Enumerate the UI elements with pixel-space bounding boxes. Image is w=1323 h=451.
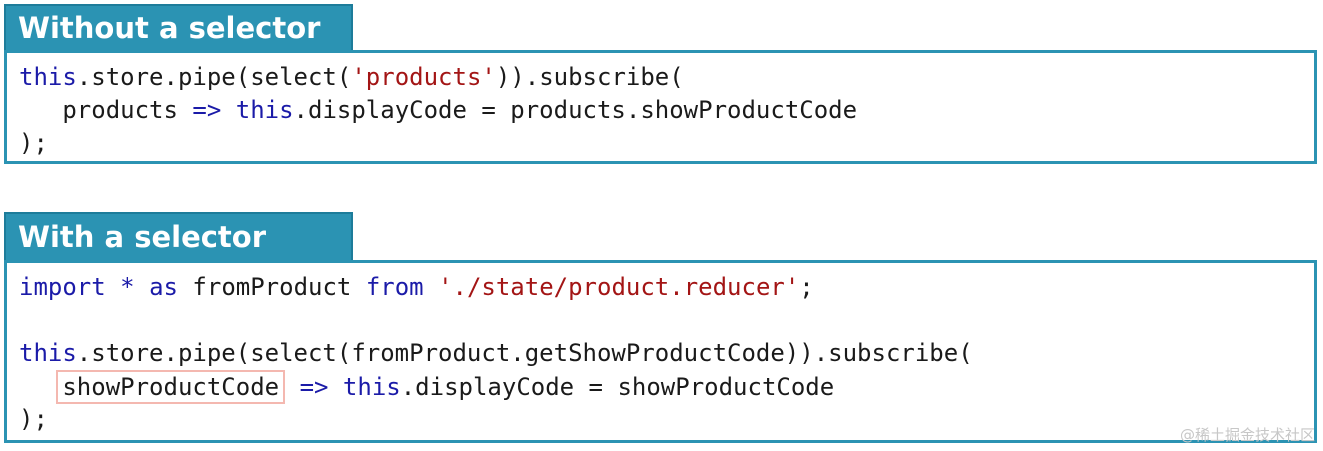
code-token xyxy=(424,273,438,301)
code-token xyxy=(221,96,235,124)
code-line xyxy=(19,304,33,336)
code-token: products xyxy=(19,96,193,124)
code-token xyxy=(285,373,299,401)
code-block-with-selector: import * as fromProduct from './state/pr… xyxy=(4,260,1317,443)
code-token: this xyxy=(19,339,77,367)
code-line: this.store.pipe(select('products')).subs… xyxy=(19,61,684,93)
code-token: .store.pipe(select( xyxy=(76,63,352,91)
code-token: this xyxy=(19,63,77,91)
watermark: @稀土掘金技术社区 xyxy=(1179,426,1315,444)
code-token: as xyxy=(149,273,178,301)
code-token: => xyxy=(192,96,222,124)
code-block-without-selector: this.store.pipe(select('products')).subs… xyxy=(4,50,1317,164)
code-line: ); xyxy=(19,403,48,435)
code-token: './state/product.reducer' xyxy=(438,273,800,301)
code-token: this xyxy=(235,96,294,124)
code-line: this.store.pipe(select(fromProduct.getSh… xyxy=(19,337,973,369)
code-token: from xyxy=(365,273,424,301)
section-title-text: With a selector xyxy=(18,219,267,254)
highlighted-token: showProductCode xyxy=(56,370,286,404)
code-token: ; xyxy=(799,273,814,301)
section-title-with-selector: With a selector xyxy=(4,212,353,262)
code-token: 'products' xyxy=(351,63,496,91)
code-line: ); xyxy=(19,127,48,159)
code-token: ); xyxy=(19,129,48,157)
code-line: products => this.displayCode = products.… xyxy=(19,94,857,126)
code-token xyxy=(106,273,120,301)
code-token: )).subscribe( xyxy=(495,63,684,91)
section-title-text: Without a selector xyxy=(18,10,321,45)
code-token xyxy=(328,373,342,401)
code-token: .store.pipe(select(fromProduct.getShowPr… xyxy=(76,339,973,367)
code-token: * xyxy=(120,273,135,301)
code-token: => xyxy=(299,373,329,401)
code-token: this xyxy=(342,373,401,401)
code-token xyxy=(135,273,149,301)
code-token: fromProduct xyxy=(177,273,366,301)
code-token: ); xyxy=(19,405,48,433)
code-token: .displayCode = showProductCode xyxy=(400,373,835,401)
code-token: .displayCode = products.showProductCode xyxy=(293,96,858,124)
code-line: showProductCode => this.displayCode = sh… xyxy=(19,370,834,404)
code-line: import * as fromProduct from './state/pr… xyxy=(19,271,814,303)
code-token: import xyxy=(19,273,106,301)
section-title-without-selector: Without a selector xyxy=(4,4,353,52)
